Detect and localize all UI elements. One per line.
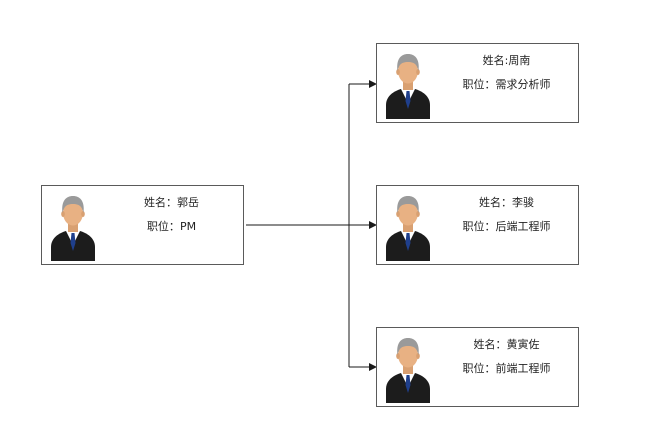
person-name: 李骏: [512, 196, 534, 209]
child-2-role-line: 职位：后端工程师: [439, 220, 574, 234]
person-role: 前端工程师: [495, 362, 551, 375]
person-avatar-icon: [384, 335, 432, 403]
name-label: 姓名：: [473, 338, 507, 351]
name-label: 姓名：: [479, 196, 512, 209]
person-name: 周南: [508, 54, 531, 67]
root-person-card[interactable]: 姓名：郭岳 职位：PM: [41, 185, 244, 265]
role-label: 职位：: [146, 220, 180, 233]
person-avatar-icon: [384, 193, 432, 261]
person-role: 后端工程师: [495, 220, 551, 233]
child-3-name-line: 姓名：黄寅佐: [439, 338, 574, 352]
child-3-role-line: 职位：前端工程师: [439, 362, 574, 376]
person-role: 需求分析师: [495, 78, 551, 91]
person-name: 郭岳: [177, 196, 199, 209]
person-name: 黄寅佐: [506, 338, 540, 351]
child-person-card-1[interactable]: 姓名:周南 职位：需求分析师: [376, 43, 579, 123]
role-label: 职位：: [462, 220, 496, 233]
name-label: 姓名:: [482, 54, 509, 67]
person-avatar-icon: [384, 51, 432, 119]
person-avatar-icon: [49, 193, 97, 261]
person-role: PM: [179, 220, 197, 233]
child-person-card-2[interactable]: 姓名：李骏 职位：后端工程师: [376, 185, 579, 265]
role-label: 职位：: [462, 362, 496, 375]
root-name-line: 姓名：郭岳: [104, 196, 239, 210]
root-role-line: 职位：PM: [104, 220, 239, 234]
child-1-role-line: 职位：需求分析师: [439, 78, 574, 92]
name-label: 姓名：: [144, 196, 177, 209]
child-2-name-line: 姓名：李骏: [439, 196, 574, 210]
child-1-name-line: 姓名:周南: [439, 54, 574, 68]
child-person-card-3[interactable]: 姓名：黄寅佐 职位：前端工程师: [376, 327, 579, 407]
role-label: 职位：: [462, 78, 496, 91]
